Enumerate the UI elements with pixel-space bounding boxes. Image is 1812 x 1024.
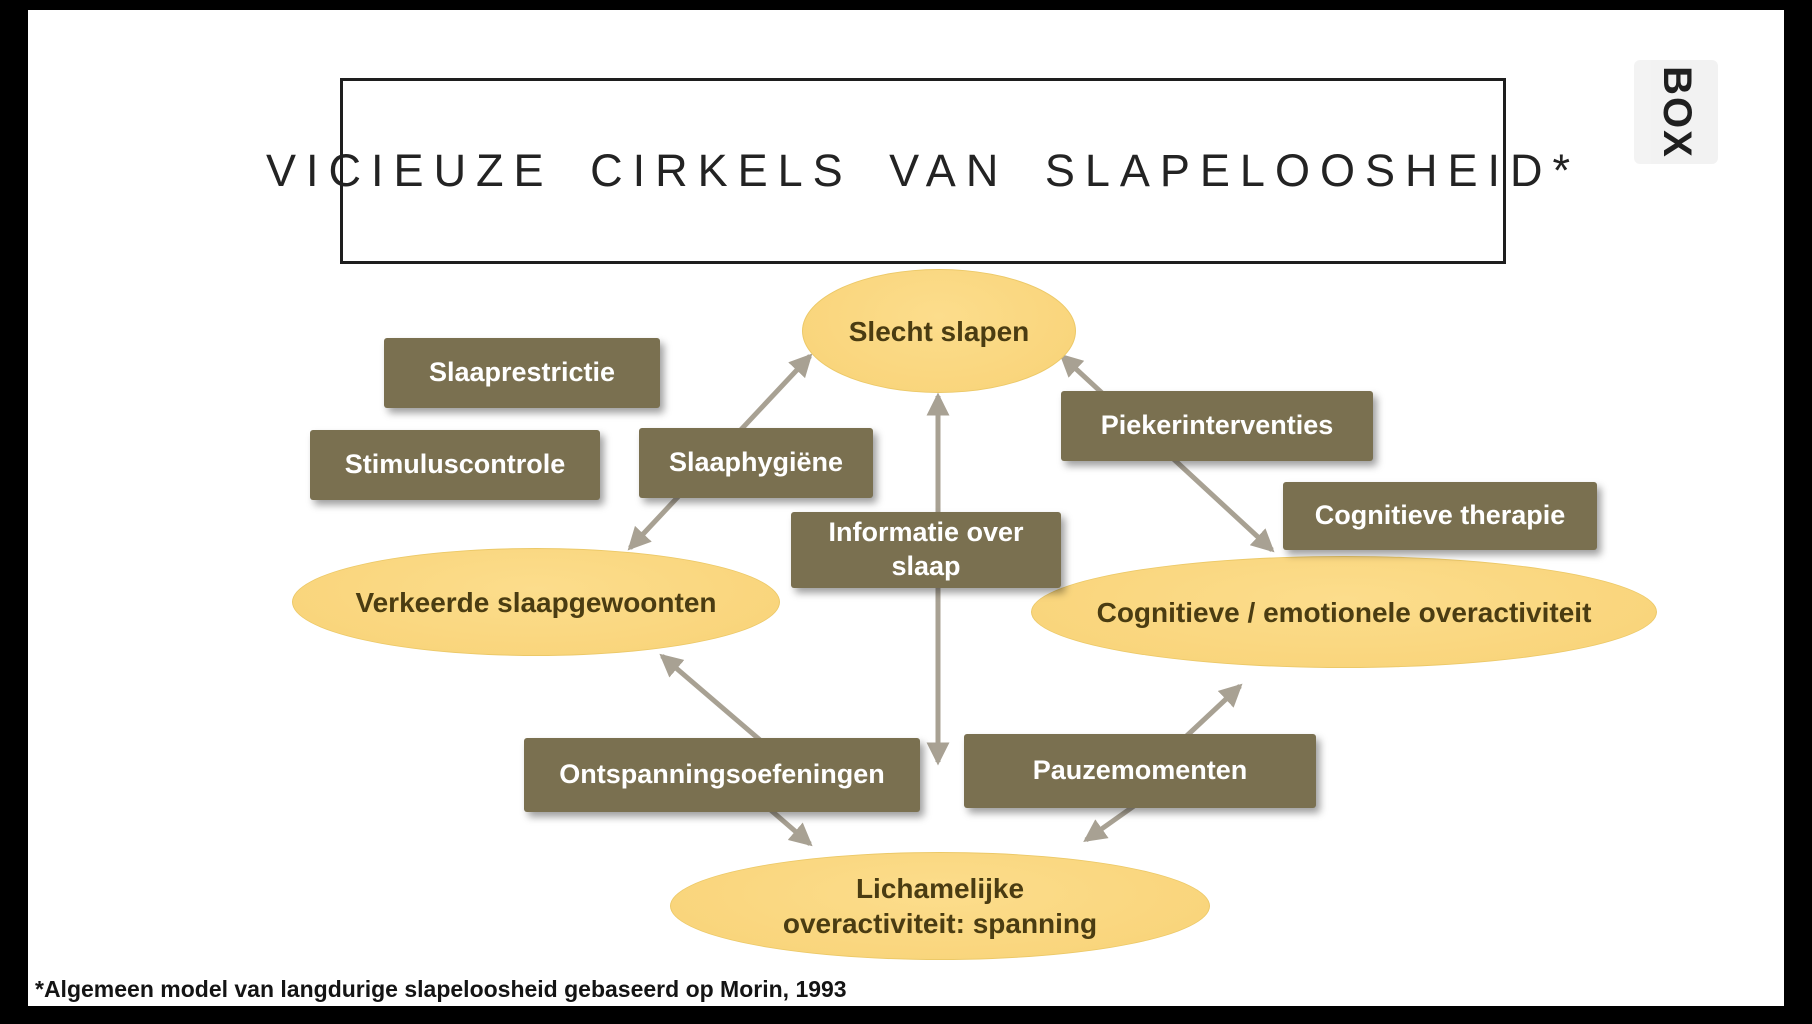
node-label: Informatie over slaap [828, 517, 1024, 581]
node-label: Slaaprestrictie [428, 357, 616, 388]
node-label: Stimuluscontrole [344, 449, 566, 480]
node-piekerinterventies: Piekerinterventies [1061, 391, 1373, 461]
node-slaaprestrictie: Slaaprestrictie [384, 338, 660, 408]
node-label: Verkeerde slaapgewoonten [355, 586, 717, 618]
node-label: Slecht slapen [848, 315, 1030, 347]
node-label: Lichamelijke overactiviteit: spanning [782, 873, 1098, 939]
node-pauzemomenten: Pauzemomenten [964, 734, 1316, 808]
page-title: VICIEUZE CIRKELS VAN SLAPELOOSHEID* [266, 145, 1580, 196]
node-label: Pauzemomenten [1032, 755, 1248, 786]
node-label: Cognitieve / emotionele overactiviteit [1096, 596, 1592, 628]
node-label: Ontspanningsoefeningen [559, 759, 885, 790]
node-label: Cognitieve therapie [1314, 500, 1566, 531]
node-verkeerde-slaapgewoonten: Verkeerde slaapgewoonten [292, 548, 780, 656]
node-lichamelijke-overactiviteit: Lichamelijke overactiviteit: spanning [670, 852, 1210, 960]
node-slecht-slapen: Slecht slapen [802, 269, 1076, 393]
node-label: Piekerinterventies [1100, 410, 1334, 441]
node-stimuluscontrole: Stimuluscontrole [310, 430, 600, 500]
footnote: *Algemeen model van langdurige slapeloos… [35, 976, 847, 1002]
node-informatie-over-slaap: Informatie over slaap [791, 512, 1061, 588]
box-logo-text: BOX [1654, 65, 1699, 159]
node-cognitieve-emotionele-overactiviteit: Cognitieve / emotionele overactiviteit [1031, 556, 1657, 668]
node-cognitieve-therapie: Cognitieve therapie [1283, 482, 1597, 550]
node-slaaphygiene: Slaaphygiëne [639, 428, 873, 498]
title-box: VICIEUZE CIRKELS VAN SLAPELOOSHEID* [266, 78, 1570, 264]
node-label: Slaaphygiëne [668, 447, 844, 478]
box-logo: BOX [1634, 60, 1718, 164]
node-ontspanningsoefeningen: Ontspanningsoefeningen [524, 738, 920, 812]
